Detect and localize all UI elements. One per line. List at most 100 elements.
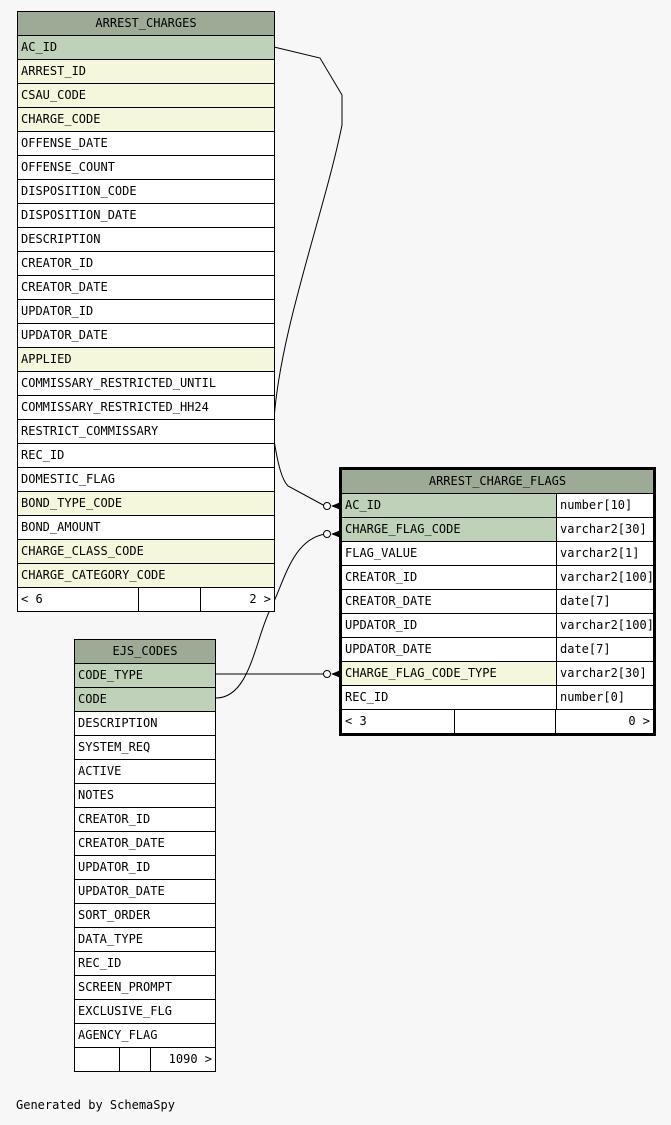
column-row[interactable]: ACTIVE: [75, 760, 215, 784]
column-row[interactable]: ARREST_ID: [18, 60, 274, 84]
column-row[interactable]: RESTRICT_COMMISSARY: [18, 420, 274, 444]
column-row[interactable]: CHARGE_FLAG_CODE_TYPE varchar2[30]: [342, 662, 653, 686]
footer-middle: [454, 710, 555, 733]
column-row[interactable]: AC_ID: [18, 36, 274, 60]
parent-count-link[interactable]: < 6: [21, 592, 43, 606]
column-name: REC_ID: [78, 956, 122, 970]
column-row[interactable]: CHARGE_CODE: [18, 108, 274, 132]
column-type: date[7]: [556, 638, 653, 661]
column-row[interactable]: SCREEN_PROMPT: [75, 976, 215, 1000]
column-row[interactable]: CODE_TYPE: [75, 664, 215, 688]
table-title[interactable]: ARREST_CHARGE_FLAGS: [342, 470, 653, 494]
column-row[interactable]: SYSTEM_REQ: [75, 736, 215, 760]
column-row[interactable]: DATA_TYPE: [75, 928, 215, 952]
column-row[interactable]: DISPOSITION_DATE: [18, 204, 274, 228]
column-row[interactable]: UPDATOR_DATE: [75, 880, 215, 904]
column-type: varchar2[1]: [556, 542, 653, 565]
column-row[interactable]: DISPOSITION_CODE: [18, 180, 274, 204]
column-name: CHARGE_FLAG_CODE_TYPE: [345, 666, 497, 680]
column-row[interactable]: AC_ID number[10]: [342, 494, 653, 518]
column-name: ACTIVE: [78, 764, 122, 778]
column-name: AGENCY_FLAG: [78, 1028, 158, 1042]
column-type: number[10]: [556, 494, 653, 517]
table-ejs-codes[interactable]: EJS_CODES CODE_TYPE CODE DESCRIPTION SYS…: [74, 639, 216, 1072]
column-name: BOND_TYPE_CODE: [21, 496, 123, 510]
column-row[interactable]: EXCLUSIVE_FLG: [75, 1000, 215, 1024]
column-name: CHARGE_CODE: [21, 112, 101, 126]
column-name: SCREEN_PROMPT: [78, 980, 172, 994]
column-name: APPLIED: [21, 352, 72, 366]
table-arrest-charge-flags[interactable]: ARREST_CHARGE_FLAGS AC_ID number[10] CHAR…: [339, 467, 656, 736]
column-row[interactable]: UPDATOR_ID: [75, 856, 215, 880]
column-row[interactable]: CODE: [75, 688, 215, 712]
column-row[interactable]: UPDATOR_ID: [18, 300, 274, 324]
column-name: SORT_ORDER: [78, 908, 151, 922]
column-row[interactable]: COMMISSARY_RESTRICTED_UNTIL: [18, 372, 274, 396]
column-row[interactable]: SORT_ORDER: [75, 904, 215, 928]
column-name: DISPOSITION_DATE: [21, 208, 137, 222]
column-name: AC_ID: [21, 40, 58, 54]
generated-by-label: Generated by SchemaSpy: [16, 1098, 175, 1112]
column-name: CHARGE_CLASS_CODE: [21, 544, 144, 558]
crow-foot-icon: [331, 530, 341, 538]
column-name: CREATOR_ID: [345, 570, 418, 584]
column-name: CREATOR_DATE: [78, 836, 165, 850]
child-count-link[interactable]: 1090 >: [150, 1048, 215, 1071]
column-row[interactable]: DOMESTIC_FLAG: [18, 468, 274, 492]
column-row[interactable]: UPDATOR_DATE: [18, 324, 274, 348]
column-row[interactable]: DESCRIPTION: [75, 712, 215, 736]
table-title[interactable]: ARREST_CHARGES: [18, 12, 274, 36]
column-row[interactable]: COMMISSARY_RESTRICTED_HH24: [18, 396, 274, 420]
column-name: CREATOR_ID: [21, 256, 94, 270]
child-count-link[interactable]: 0 >: [555, 710, 653, 733]
parent-count-link[interactable]: [75, 1048, 119, 1071]
column-name: REC_ID: [345, 690, 389, 704]
column-name: EXCLUSIVE_FLG: [78, 1004, 172, 1018]
column-name: COMMISSARY_RESTRICTED_HH24: [21, 400, 209, 414]
column-name: UPDATOR_ID: [78, 860, 151, 874]
column-row[interactable]: NOTES: [75, 784, 215, 808]
crow-foot-icon: [331, 670, 341, 678]
column-name: DESCRIPTION: [78, 716, 158, 730]
column-row[interactable]: CREATOR_ID: [75, 808, 215, 832]
column-name: CREATOR_DATE: [21, 280, 108, 294]
column-row[interactable]: OFFENSE_COUNT: [18, 156, 274, 180]
column-row[interactable]: REC_ID: [75, 952, 215, 976]
parent-count-link[interactable]: < 3: [345, 714, 367, 728]
column-type: varchar2[100]: [556, 614, 653, 637]
column-row[interactable]: OFFENSE_DATE: [18, 132, 274, 156]
child-count-link[interactable]: 2 >: [200, 588, 274, 611]
column-row[interactable]: BOND_TYPE_CODE: [18, 492, 274, 516]
column-name: REC_ID: [21, 448, 65, 462]
column-row[interactable]: APPLIED: [18, 348, 274, 372]
column-type: date[7]: [556, 590, 653, 613]
column-name: DATA_TYPE: [78, 932, 144, 946]
column-row[interactable]: CHARGE_CATEGORY_CODE: [18, 564, 274, 588]
column-row[interactable]: CREATOR_ID: [18, 252, 274, 276]
column-name: CODE_TYPE: [78, 668, 144, 682]
column-type: varchar2[30]: [556, 662, 653, 685]
column-name: SYSTEM_REQ: [78, 740, 151, 754]
column-row[interactable]: CSAU_CODE: [18, 84, 274, 108]
column-row[interactable]: REC_ID: [18, 444, 274, 468]
footer-middle: [138, 588, 200, 611]
column-name: DOMESTIC_FLAG: [21, 472, 115, 486]
column-row[interactable]: CREATOR_DATE: [75, 832, 215, 856]
column-row[interactable]: BOND_AMOUNT: [18, 516, 274, 540]
table-arrest-charges[interactable]: ARREST_CHARGES AC_ID ARREST_ID CSAU_CODE…: [17, 11, 275, 612]
column-name: CREATOR_DATE: [345, 594, 432, 608]
column-name: AC_ID: [345, 498, 382, 512]
column-row[interactable]: CREATOR_DATE date[7]: [342, 590, 653, 614]
column-row[interactable]: DESCRIPTION: [18, 228, 274, 252]
column-row[interactable]: AGENCY_FLAG: [75, 1024, 215, 1048]
table-title[interactable]: EJS_CODES: [75, 640, 215, 664]
column-row[interactable]: CREATOR_DATE: [18, 276, 274, 300]
table-footer: < 6 2 >: [18, 588, 274, 611]
column-row[interactable]: CHARGE_CLASS_CODE: [18, 540, 274, 564]
